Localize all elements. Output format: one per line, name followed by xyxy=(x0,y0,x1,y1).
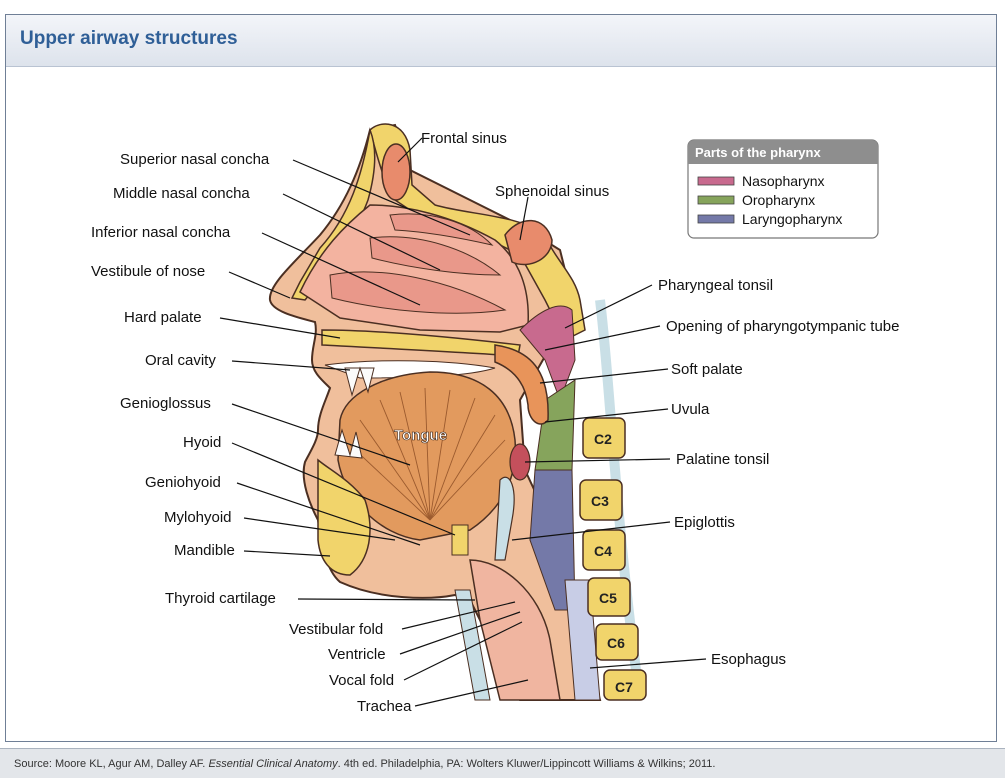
pharynx-legend: Parts of the pharynx Nasopharynx Orophar… xyxy=(688,140,878,238)
label-trachea: Trachea xyxy=(357,698,412,715)
vertebra-label-c7: C7 xyxy=(615,679,633,695)
label-inferior-nasal-concha: Inferior nasal concha xyxy=(91,224,231,241)
legend-swatch-nasopharynx xyxy=(698,177,734,185)
legend-title: Parts of the pharynx xyxy=(695,145,821,160)
source-prefix: Source: Moore KL, Agur AM, Dalley AF. xyxy=(14,758,205,770)
label-oral-cavity: Oral cavity xyxy=(145,352,216,369)
label-vestibular-fold: Vestibular fold xyxy=(289,621,383,638)
vertebra-label-c2: C2 xyxy=(594,431,612,447)
source-book-title: Essential Clinical Anatomy xyxy=(208,758,337,770)
label-epiglottis: Epiglottis xyxy=(674,514,735,531)
label-frontal-sinus: Frontal sinus xyxy=(421,130,507,147)
legend-label-laryngopharynx: Laryngopharynx xyxy=(742,211,842,227)
label-sphenoidal-sinus: Sphenoidal sinus xyxy=(495,183,609,200)
label-ventricle: Ventricle xyxy=(328,646,386,663)
anatomy-diagram: C2 C3 C4 C5 C6 C7 Tongue xyxy=(0,0,1005,745)
label-uvula: Uvula xyxy=(671,401,710,418)
legend-label-nasopharynx: Nasopharynx xyxy=(742,173,825,189)
label-genioglossus: Genioglossus xyxy=(120,395,211,412)
source-citation: Source: Moore KL, Agur AM, Dalley AF. Es… xyxy=(14,758,715,770)
label-mylohyoid: Mylohyoid xyxy=(164,509,232,526)
vertebra-label-c6: C6 xyxy=(607,635,625,651)
label-hyoid: Hyoid xyxy=(183,434,221,451)
vertebra-label-c3: C3 xyxy=(591,493,609,509)
legend-label-oropharynx: Oropharynx xyxy=(742,192,815,208)
label-middle-nasal-concha: Middle nasal concha xyxy=(113,185,250,202)
label-pharyngeal-tonsil: Pharyngeal tonsil xyxy=(658,277,773,294)
tongue-label: Tongue xyxy=(394,427,447,444)
label-palatine-tonsil: Palatine tonsil xyxy=(676,451,769,468)
label-vocal-fold: Vocal fold xyxy=(329,672,394,689)
legend-swatch-oropharynx xyxy=(698,196,734,204)
label-thyroid-cartilage: Thyroid cartilage xyxy=(165,590,276,607)
hyoid-shape xyxy=(452,525,468,555)
label-superior-nasal-concha: Superior nasal concha xyxy=(120,151,270,168)
frontal-sinus-shape xyxy=(382,144,410,200)
source-footer: Source: Moore KL, Agur AM, Dalley AF. Es… xyxy=(0,748,1005,778)
label-opening-pharyngotympanic: Opening of pharyngotympanic tube xyxy=(666,318,900,335)
label-vestibule-of-nose: Vestibule of nose xyxy=(91,263,205,280)
vertebra-label-c5: C5 xyxy=(599,590,617,606)
label-hard-palate: Hard palate xyxy=(124,309,202,326)
source-suffix: . 4th ed. Philadelphia, PA: Wolters Kluw… xyxy=(338,758,716,770)
label-soft-palate: Soft palate xyxy=(671,361,743,378)
legend-swatch-laryngopharynx xyxy=(698,215,734,223)
label-mandible: Mandible xyxy=(174,542,235,559)
label-esophagus: Esophagus xyxy=(711,651,786,668)
vertebra-label-c4: C4 xyxy=(594,543,612,559)
label-geniohyoid: Geniohyoid xyxy=(145,474,221,491)
